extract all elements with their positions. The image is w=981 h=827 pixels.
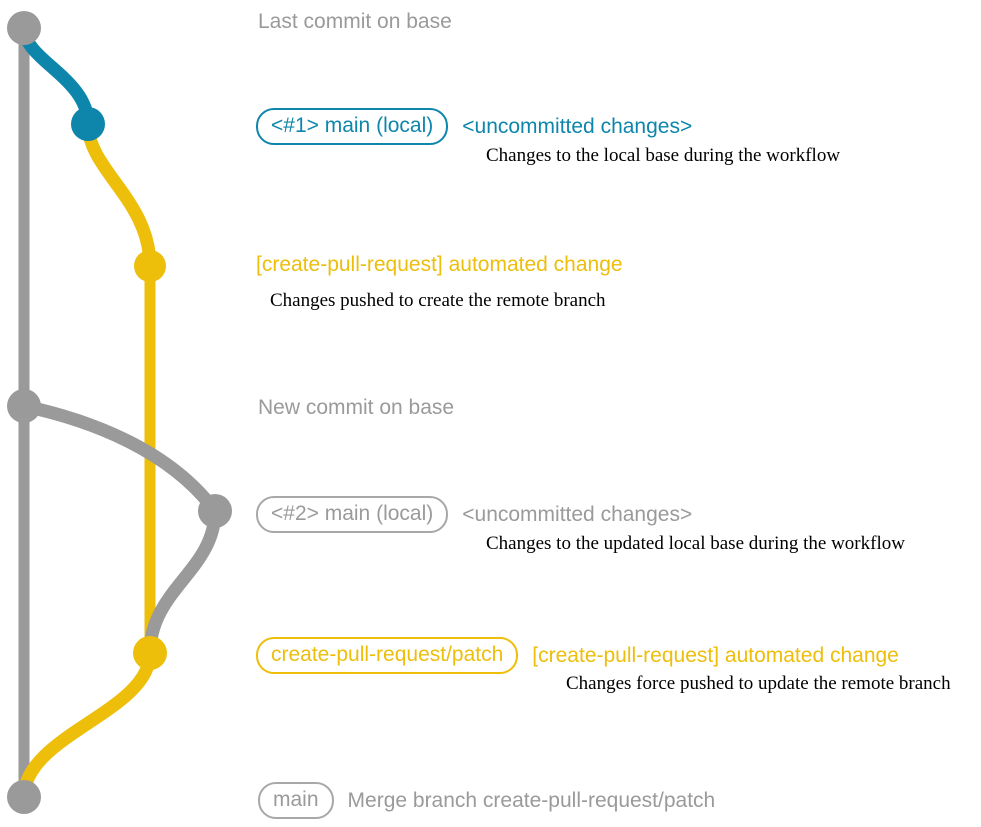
branch-badge-main[interactable]: main <box>258 782 334 819</box>
graph-line-local-2-in <box>143 504 222 660</box>
commit-description-patch-2: Changes force pushed to update the remot… <box>566 673 951 694</box>
commit-node-patch-1[interactable] <box>134 250 166 282</box>
commit-description-patch-1: Changes pushed to create the remote bran… <box>270 290 606 311</box>
commit-message: Last commit on base <box>258 10 452 33</box>
graph-line-patch-merge <box>17 646 157 804</box>
commit-node-base-new[interactable] <box>7 389 41 423</box>
branch-badge-create-pull-request-patch[interactable]: create-pull-request/patch <box>256 637 519 674</box>
commit-message: [create-pull-request] automated change <box>532 643 899 667</box>
commit-entry-local-2: <#2> main (local) <uncommitted changes> <box>256 496 692 533</box>
commit-description-local-1: Changes to the local base during the wor… <box>486 145 841 166</box>
commit-message: <uncommitted changes> <box>462 502 693 526</box>
commit-message: New commit on base <box>258 396 455 419</box>
branch-badge-main-local-1[interactable]: <#1> main (local) <box>256 108 449 145</box>
commit-node-patch-2[interactable] <box>133 636 167 670</box>
commit-entry-local-1: <#1> main (local) <uncommitted changes> <box>256 108 692 145</box>
commit-node-base-top[interactable] <box>7 11 41 45</box>
graph-line-local-2-out <box>17 399 222 518</box>
commit-entry-merge: main Merge branch create-pull-request/pa… <box>258 782 715 819</box>
commit-entry-patch-2: create-pull-request/patch [create-pull-r… <box>256 637 899 674</box>
commit-node-local-2[interactable] <box>198 494 232 528</box>
commit-entry-new-commit-on-base: New commit on base <box>258 396 454 420</box>
commit-message: Merge branch create-pull-request/patch <box>347 788 716 812</box>
graph-line-patch-upper <box>81 117 157 273</box>
commit-message: <uncommitted changes> <box>462 114 693 138</box>
commit-message: [create-pull-request] automated change <box>256 253 623 276</box>
commit-entry-last-commit-on-base: Last commit on base <box>258 10 452 34</box>
graph-line-local-1 <box>17 21 95 131</box>
branch-badge-main-local-2[interactable]: <#2> main (local) <box>256 496 449 533</box>
commit-node-base-merge[interactable] <box>7 780 41 814</box>
commit-node-local-1[interactable] <box>71 107 105 141</box>
commit-entry-patch-1: [create-pull-request] automated change <box>256 253 623 277</box>
commit-description-local-2: Changes to the updated local base during… <box>486 533 905 554</box>
